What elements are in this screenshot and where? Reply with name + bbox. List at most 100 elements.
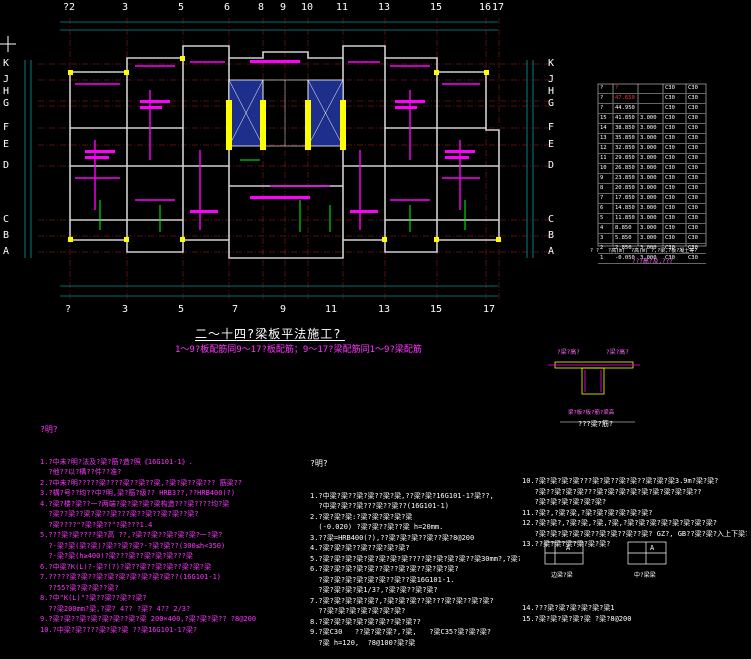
axis-labels-top: ?2 3 5 6 8 9 10 11 13 15 16 17 (0, 0, 751, 20)
level-table-cell: 8.850 (615, 225, 632, 231)
level-table-cell: 41.850 (615, 115, 635, 121)
note-line: ?-梁?梁(h≥400)?梁???梁??梁?梁?梁???梁 (40, 552, 193, 560)
level-table-cell: C30 (665, 145, 675, 151)
note-line: 10.?中梁?梁????梁?梁?梁 ??梁16G101-1?梁? (40, 625, 198, 634)
axis-bubble: D (3, 160, 10, 171)
note-line: 10.?梁?梁?梁?梁???梁?梁??梁?梁??梁?梁?梁3.9m?梁?梁? (522, 477, 719, 485)
axis-labels-left: K J H G F E D C B A (3, 56, 17, 266)
level-table-cell: C30 (665, 255, 675, 261)
detail-note: 梁?板?板?筋?梁高 (568, 410, 615, 416)
note-line: 4.?梁?梁?梁??梁??梁?梁?梁? (310, 544, 410, 552)
note-line: 4.?梁?楼?梁??一?两端?梁?梁?梁?梁构造???梁????均?梁 (40, 499, 230, 508)
level-table-cell: 5 (600, 215, 604, 221)
level-table-cell: C30 (688, 215, 698, 221)
note-line: ?他??以?構??件??准? (40, 468, 122, 476)
axis-bubble: 16 (479, 2, 492, 13)
notes-left: ?明? 1.?中未?明?法及?梁?筋?造?照《16G101-1》. ?他??以?… (40, 404, 310, 646)
level-table-cell: ? (615, 85, 619, 91)
level-table-cell: 10 (600, 165, 607, 171)
level-table-cell: 7 (600, 195, 604, 201)
axis-bubble: D (548, 160, 555, 171)
axis-bubble: 5 (178, 304, 185, 315)
note-line: ??梁200mm?梁,?梁? 4?? ?梁? 4?? 2/3? (40, 604, 191, 613)
level-table-cell: C30 (688, 195, 698, 201)
note-line: 14.???梁?梁?梁?梁?梁?梁1 (522, 604, 615, 612)
notes-middle-heading: ?明? (310, 459, 328, 468)
level-table-cell: C30 (688, 255, 698, 261)
level-table-cell: 29.850 (615, 155, 635, 161)
axis-bubble: 17 (483, 304, 496, 315)
axis-bubble: 15 (430, 2, 443, 13)
level-table-cell: 44.950 (615, 105, 635, 111)
level-table-footer: ? ? ?高(m) ?高(m) ?,?梁,?板?凝土等? (590, 248, 698, 254)
note-line: 15.?梁?梁?梁?梁?梁 ?梁?8@200 (522, 614, 632, 623)
crosshair-cursor-icon (0, 36, 16, 56)
note-line: 13.??梁?梁?梁?梁?梁?梁? (522, 540, 611, 548)
note-line: 5.?梁?梁?梁?梁?梁?梁?梁?梁????梁?梁?梁?梁??梁30mm?,?梁… (310, 554, 520, 563)
axis-bubble: A (548, 246, 555, 257)
axis-bubble: E (3, 139, 10, 150)
note-line: 7.?梁?梁?梁?梁?梁?,?梁?梁?梁??梁???梁?梁??梁?梁? (310, 596, 494, 605)
cad-drawing-canvas (24, 18, 707, 565)
level-table-cell: 3.000 (640, 235, 657, 241)
axis-bubble: C (548, 214, 555, 225)
level-table-cell: C30 (665, 185, 675, 191)
level-table-cell: 3.000 (640, 175, 657, 181)
level-table-cell: 3.000 (640, 215, 657, 221)
level-table-cell: 15 (600, 115, 607, 121)
axis-bubble: B (548, 230, 555, 241)
title-underline (195, 340, 345, 341)
level-table-cell: 35.850 (615, 135, 635, 141)
level-table-cell: C30 (665, 155, 675, 161)
level-table-cell: C30 (665, 195, 675, 201)
level-table-cell: C30 (688, 85, 698, 91)
level-table-cell: C30 (665, 215, 675, 221)
note-line: ?梁??梁??梁?梁??梁???梁??梁??梁?梁??梁? (40, 510, 199, 518)
level-table-cell: C30 (688, 95, 698, 101)
level-table-cell: ? (600, 105, 604, 111)
axis-bubble: F (3, 122, 10, 133)
level-table-cell: C30 (688, 185, 698, 191)
level-table-cell: 3.000 (640, 165, 657, 171)
level-table-cell: C30 (665, 175, 675, 181)
note-line: ?梁?梁?梁?梁?梁?梁? (522, 498, 607, 506)
section-detail (548, 361, 640, 423)
note-line: 9.?梁C30 ??梁?梁?梁?,?梁, ?梁C35?梁?梁?梁? (310, 628, 492, 636)
level-table-cell: 6 (600, 205, 604, 211)
level-table-cell: C30 (688, 165, 698, 171)
beam-junction-details (544, 541, 667, 565)
axis-bubble: A (3, 246, 10, 257)
wall-outlines (69, 45, 500, 259)
level-table-cell: 3.000 (640, 255, 657, 261)
note-line: 2.?中未?明?????梁????梁??梁??梁,?梁?梁??梁??? 筋梁?? (40, 478, 243, 487)
level-table-caption: ???高?及,??? (632, 258, 673, 265)
axis-bubble: H (3, 86, 10, 97)
dimension-lines (24, 21, 534, 297)
level-table-cell: 2 (600, 245, 604, 251)
note-line: 8.?中"K(L)"?梁??梁??梁??梁? (40, 594, 147, 602)
drawing-subtitle: 1～9?板配筋同9～17?板配筋；9～17?梁配筋同1～9?梁配筋 (175, 345, 422, 355)
level-table-cell: 8 (600, 185, 604, 191)
level-table-cell: C30 (665, 205, 675, 211)
axis-bubble: E (548, 139, 555, 150)
note-line: ?梁 h=120, ?8@100?梁?梁 (310, 638, 416, 647)
level-table-cell: 3.000 (640, 125, 657, 131)
note-line: 7.?????梁?梁??梁?梁?梁?梁?梁?梁?梁??(16G101-1) (40, 573, 222, 581)
note-line: ?中梁?梁??梁???梁??梁??(16G101-1) (310, 502, 449, 510)
level-table-cell: 11.850 (615, 215, 635, 221)
axis-bubble: 9 (280, 2, 287, 13)
axis-bubble: 13 (378, 304, 391, 315)
axis-bubble: F (548, 122, 555, 133)
detail-right-label: 中?梁梁 (634, 572, 656, 579)
axis-bubble: 11 (325, 304, 338, 315)
axis-bubble: 11 (336, 2, 349, 13)
axis-bubble: J (548, 74, 555, 85)
